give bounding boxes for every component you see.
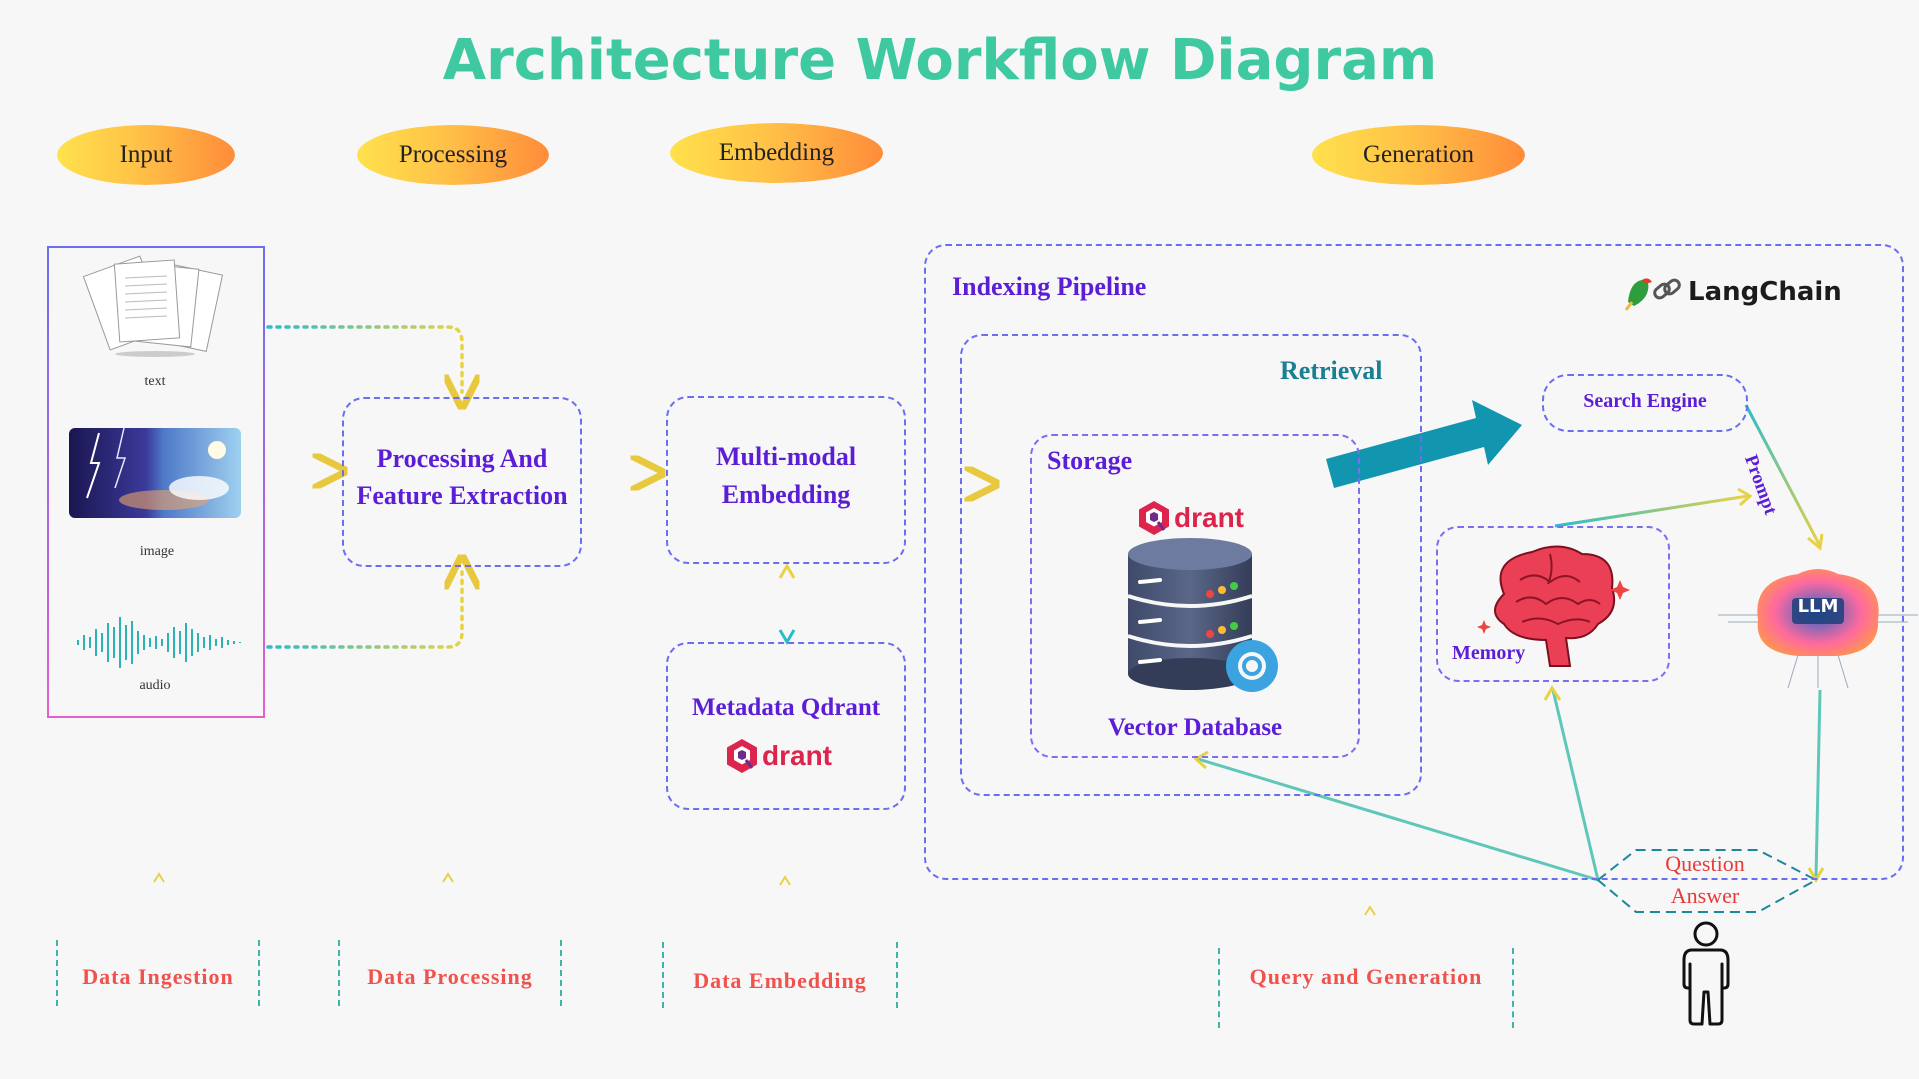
connector-question-to-memory — [1551, 689, 1600, 881]
qdrant-icon — [727, 739, 757, 773]
bottom-arrows — [153, 872, 1376, 964]
stage-embedding-pill: Embedding — [670, 123, 883, 183]
audio-label: audio — [139, 678, 171, 693]
storage-label: Storage — [1047, 446, 1133, 475]
llm-brain-icon — [1718, 569, 1918, 689]
connector-search-to-llm — [1744, 404, 1822, 547]
storage-qdrant-logo: drant — [1138, 500, 1244, 536]
stage-processing-label: Processing — [398, 141, 508, 168]
storage-box — [1030, 434, 1360, 758]
retrieval-box — [960, 334, 1422, 796]
image-label: image — [139, 544, 175, 559]
metadata-qdrant-logo-text: drant — [762, 740, 832, 771]
vector-database-label: Vector Database — [1107, 714, 1283, 741]
retrieval-label: Retrieval — [1280, 356, 1383, 385]
embedding-bracket-left — [662, 942, 664, 1008]
stage-processing-pill: Processing — [357, 125, 549, 185]
embedding-bracket-right — [896, 942, 898, 1008]
text-document-icon — [82, 255, 224, 357]
embedding-box — [666, 396, 906, 564]
data-ingestion-label: Data Ingestion — [82, 964, 234, 989]
page-title: Architecture Workflow Diagram — [442, 28, 1438, 93]
ingestion-bracket-left — [56, 940, 58, 1006]
memory-label: Memory — [1452, 642, 1526, 664]
question-label: Question — [1665, 851, 1745, 876]
audio-waveform-icon — [77, 617, 241, 668]
brain-icon — [1477, 545, 1630, 667]
qdrant-icon — [1139, 501, 1169, 535]
connector-audio-to-processing — [266, 572, 462, 649]
processing-bracket-right — [560, 940, 562, 1006]
stage-input-pill: Input — [57, 125, 235, 185]
query-bracket-left — [1218, 948, 1220, 1028]
metadata-qdrant-logo: drant — [726, 738, 832, 774]
processing-box-line1: Processing And — [376, 444, 548, 473]
vector-database-icon — [1127, 538, 1278, 692]
metadata-qdrant-box — [666, 642, 906, 810]
metadata-qdrant-label: Metadata Qdrant — [691, 694, 881, 721]
stage-generation-label: Generation — [1362, 141, 1475, 168]
langchain-logo: LangChain — [1622, 272, 1842, 312]
memory-box — [1436, 526, 1670, 682]
stage-input-label: Input — [119, 141, 173, 168]
search-engine-box — [1542, 374, 1748, 432]
connector-question-to-vectordb — [1197, 757, 1599, 882]
processing-box — [342, 397, 582, 567]
embedding-box-line2: Embedding — [721, 480, 851, 509]
query-generation-label: Query and Generation — [1249, 964, 1483, 989]
langchain-text: LangChain — [1688, 277, 1842, 307]
indexing-pipeline-box — [924, 244, 1904, 880]
data-processing-label: Data Processing — [367, 964, 533, 989]
connector-text-to-processing — [266, 325, 462, 392]
retrieval-arrow — [1326, 400, 1522, 488]
user-person-icon — [1682, 921, 1730, 1026]
search-engine-label: Search Engine — [1583, 390, 1707, 412]
stage-embedding-label: Embedding — [718, 139, 835, 166]
llm-label: LLM — [1797, 596, 1839, 617]
query-bracket-right — [1512, 948, 1514, 1028]
answer-label: Answer — [1670, 883, 1740, 908]
connector-memory-to-prompt — [1554, 494, 1749, 528]
storage-qdrant-logo-text: drant — [1174, 502, 1244, 533]
data-embedding-label: Data Embedding — [693, 968, 867, 993]
processing-bracket-left — [338, 940, 340, 1006]
qa-hexagon — [1596, 849, 1819, 913]
parrot-chain-icon — [1624, 278, 1681, 311]
image-weather-icon — [69, 427, 241, 518]
connector-llm-to-answer — [1814, 689, 1822, 879]
text-label: text — [144, 374, 166, 389]
embedding-box-line1: Multi-modal — [715, 442, 857, 471]
ingestion-bracket-right — [258, 940, 260, 1006]
indexing-pipeline-title: Indexing Pipeline — [952, 272, 1147, 301]
processing-box-line2: Feature Extraction — [356, 481, 568, 510]
stage-generation-pill: Generation — [1312, 125, 1525, 185]
